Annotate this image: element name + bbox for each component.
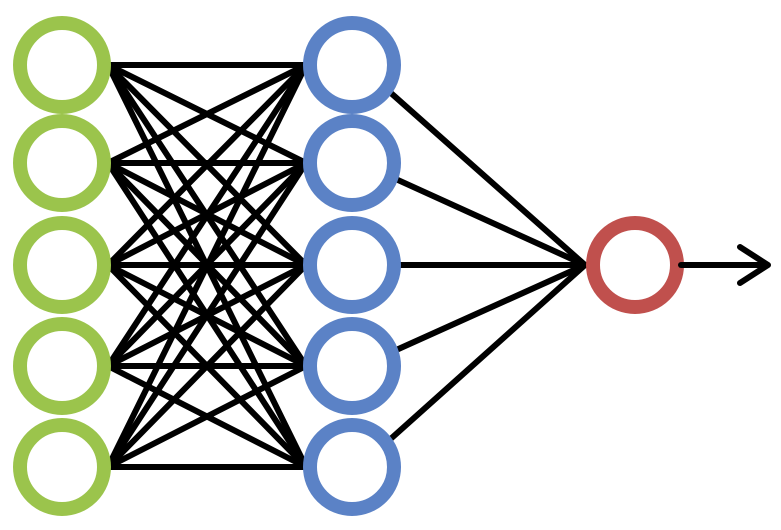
- edge-input-4-hidden-1: [105, 62, 309, 369]
- nodes-group: [13, 16, 684, 516]
- input-node-2: [13, 114, 111, 212]
- connections-group: [105, 62, 588, 470]
- output-node-1: [586, 216, 684, 314]
- hidden-node-4: [303, 317, 401, 415]
- edge-hidden-5-output: [384, 262, 588, 445]
- edge-hidden-1-output: [384, 87, 588, 268]
- hidden-node-5: [303, 418, 401, 516]
- output-arrow-group: [678, 244, 771, 286]
- edge-hidden-4-output: [390, 262, 588, 355]
- edge-input-3-hidden-1: [105, 62, 309, 268]
- edge-input-2-hidden-1: [105, 62, 309, 166]
- edge-input-5-hidden-2: [105, 160, 309, 470]
- input-node-4: [13, 317, 111, 415]
- input-node-5: [13, 418, 111, 516]
- hidden-node-1: [303, 16, 401, 114]
- input-node-3: [13, 216, 111, 314]
- edge-input-5-hidden-4: [105, 363, 309, 470]
- edge-input-5-hidden-3: [105, 262, 309, 470]
- output-arrow-head: [737, 244, 771, 286]
- hidden-node-3: [303, 216, 401, 314]
- edge-hidden-2-output: [390, 174, 588, 268]
- hidden-node-2: [303, 114, 401, 212]
- edge-input-5-hidden-1: [105, 62, 309, 470]
- input-node-1: [13, 16, 111, 114]
